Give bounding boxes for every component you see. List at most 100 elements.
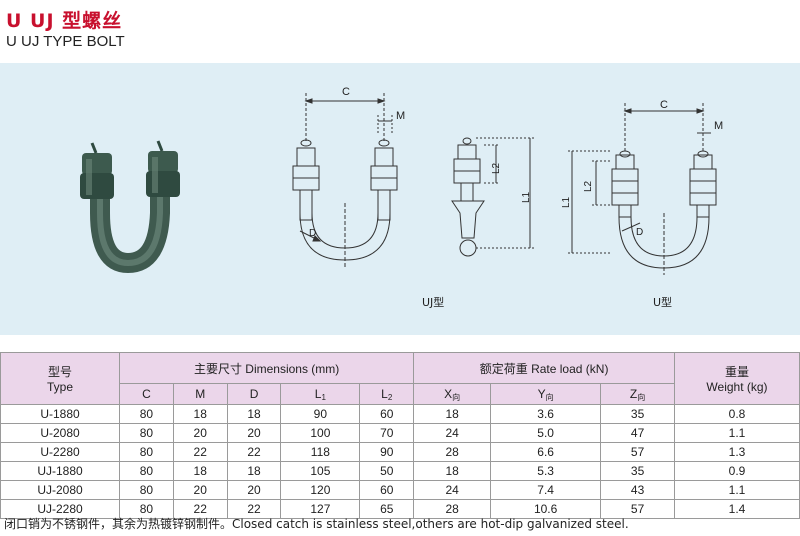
table-cell: 22: [172, 442, 228, 462]
dim-c-left: C: [342, 86, 350, 98]
table-cell: 50: [359, 461, 415, 481]
table-cell: 57: [600, 499, 675, 519]
col-l1-letter: L: [314, 387, 322, 401]
dimensions-header: 主要尺寸 Dimensions (mm): [118, 352, 415, 384]
weight-header-en: Weight (kg): [706, 380, 768, 394]
table-cell: 120: [280, 480, 361, 500]
type-cell: UJ-2280: [0, 499, 120, 519]
col-x-letter: X: [444, 387, 453, 401]
dim-m-left: M: [396, 110, 405, 122]
table-cell: 65: [359, 499, 415, 519]
table-cell: 57: [600, 442, 675, 462]
type-header-cn: 型号: [47, 365, 72, 379]
table-cell: 118: [280, 442, 361, 462]
table-cell: 10.6: [490, 499, 602, 519]
table-cell: 80: [119, 461, 174, 481]
dim-d-left: D: [309, 228, 316, 239]
table-cell: 3.6: [490, 404, 602, 424]
dim-m-right: M: [714, 120, 723, 132]
table-cell: 28: [413, 499, 492, 519]
type-cell: U-2280: [0, 442, 120, 462]
dim-l2-side: L2: [491, 162, 502, 174]
spec-table: 型号 Type 主要尺寸 Dimensions (mm) 额定荷重 Rate l…: [0, 352, 800, 519]
type-header-en: Type: [46, 380, 73, 394]
type-cell: U-1880: [0, 404, 120, 424]
col-type-header: 型号 Type: [0, 352, 120, 405]
table-cell: 90: [280, 404, 361, 424]
table-cell: 60: [359, 480, 415, 500]
col-y: Y向: [490, 383, 602, 405]
weight-header-cn: 重量: [724, 365, 749, 379]
table-cell: 105: [280, 461, 361, 481]
table-cell: 18: [413, 461, 492, 481]
rate-load-header: 额定荷重 Rate load (kN): [413, 352, 675, 384]
table-cell: 20: [226, 423, 282, 443]
dim-d-right: D: [636, 227, 643, 238]
caption-u-type: U型: [653, 295, 672, 309]
table-cell: 7.4: [490, 480, 602, 500]
col-x-sub: 向: [452, 393, 461, 402]
uj-side-drawing: [451, 137, 534, 257]
table-cell: 80: [119, 480, 174, 500]
table-cell: 0.9: [674, 461, 800, 481]
table-cell: 70: [359, 423, 415, 443]
uj-front-drawing: [292, 93, 398, 268]
col-l1: L1: [280, 383, 361, 405]
table-cell: 24: [413, 423, 492, 443]
col-x: X向: [413, 383, 492, 405]
dim-c-right: C: [660, 99, 668, 111]
table-cell: 80: [119, 442, 174, 462]
table-cell: 18: [226, 461, 282, 481]
table-cell: 22: [226, 499, 282, 519]
table-cell: 35: [600, 404, 675, 424]
weight-header: 重量 Weight (kg): [674, 352, 800, 405]
col-y-sub: 向: [545, 393, 554, 402]
footnote: 闭口销为不锈钢件，其余为热镀锌钢制件。Closed catch is stain…: [4, 517, 629, 531]
table-cell: 22: [226, 442, 282, 462]
product-drawings: C M D L2 L1: [80, 86, 723, 309]
table-cell: 1.1: [674, 423, 800, 443]
table-cell: 43: [600, 480, 675, 500]
col-y-letter: Y: [537, 387, 546, 401]
col-l2-letter: L: [381, 387, 388, 401]
table-cell: 20: [226, 480, 282, 500]
dim-l2-right: L2: [583, 180, 594, 192]
table-cell: 18: [172, 461, 228, 481]
type-cell: UJ-2080: [0, 480, 120, 500]
col-l2: L2: [359, 383, 415, 405]
table-cell: 5.0: [490, 423, 602, 443]
table-cell: 18: [226, 404, 282, 424]
product-figure-panel: C M D L2 L1: [0, 63, 800, 335]
col-z-letter: Z: [629, 387, 638, 401]
table-cell: 80: [119, 499, 174, 519]
table-cell: 1.1: [674, 480, 800, 500]
table-cell: 127: [280, 499, 361, 519]
table-cell: 28: [413, 442, 492, 462]
table-cell: 0.8: [674, 404, 800, 424]
table-cell: 18: [172, 404, 228, 424]
dim-l1-side: L1: [521, 191, 532, 203]
table-cell: 20: [172, 423, 228, 443]
table-cell: 100: [280, 423, 361, 443]
col-l1-sub: 1: [321, 393, 326, 402]
col-l2-sub: 2: [387, 393, 393, 402]
col-c: C: [119, 383, 174, 405]
table-cell: 90: [359, 442, 415, 462]
table-cell: 35: [600, 461, 675, 481]
table-cell: 1.3: [674, 442, 800, 462]
type-cell: UJ-1880: [0, 461, 120, 481]
table-cell: 80: [119, 404, 174, 424]
u-type-drawing: [568, 103, 717, 275]
table-cell: 24: [413, 480, 492, 500]
table-cell: 6.6: [490, 442, 602, 462]
u-bolt-photo: [80, 140, 180, 274]
table-cell: 20: [172, 480, 228, 500]
col-d: D: [226, 383, 282, 405]
page-title-cn: U UJ 型螺丝: [6, 10, 123, 32]
